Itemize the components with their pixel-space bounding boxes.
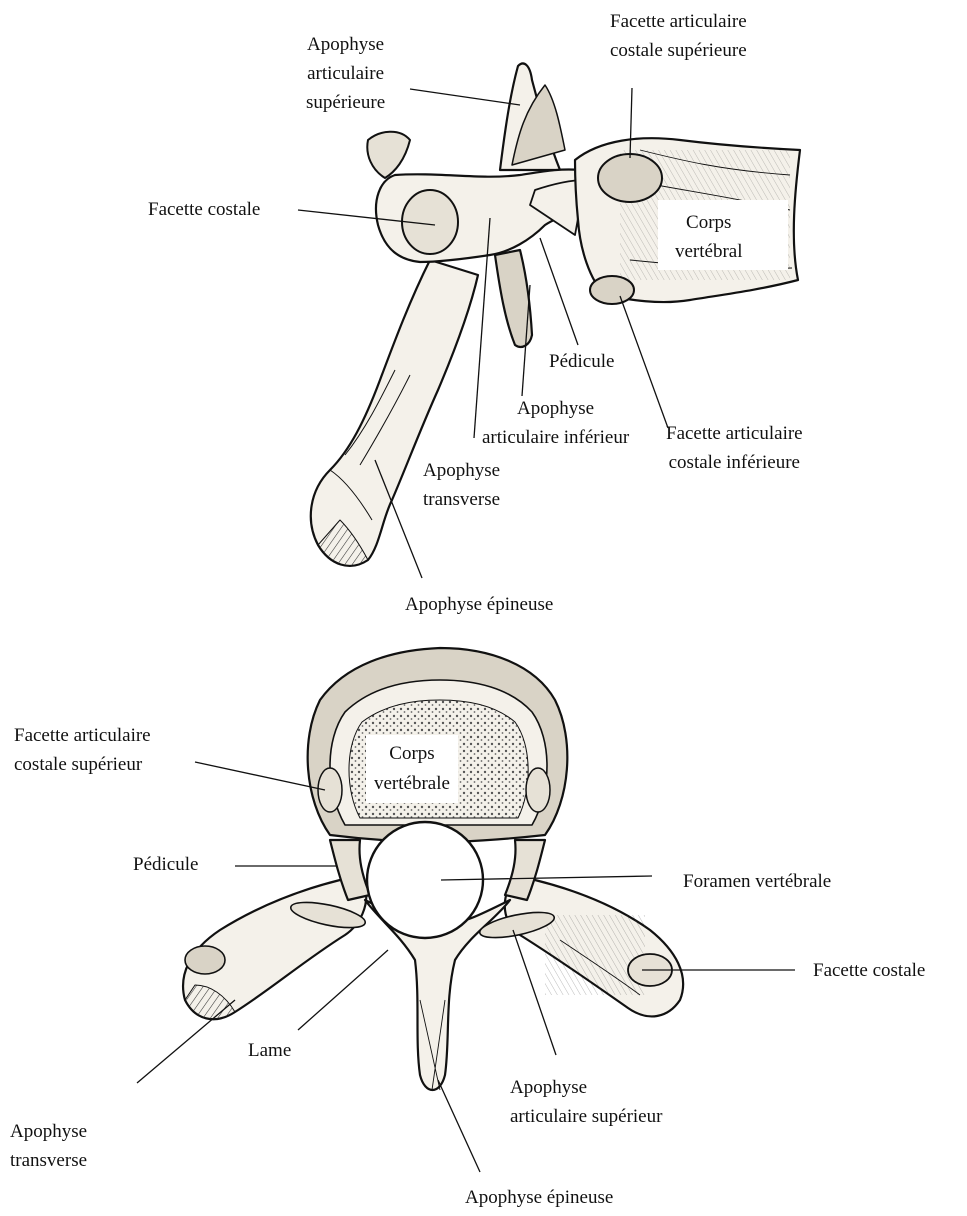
label-lame: Lame [248, 1036, 291, 1065]
label-corps-vertebral: Corps vertébral [672, 208, 746, 266]
lateral-spinous-process-shape [311, 260, 478, 566]
label-foramen-vertebrale: Foramen vertébrale [683, 867, 831, 896]
label-apophyse-transverse-superior: Apophyse transverse [10, 1117, 87, 1175]
label-apophyse-articulaire-superieure: Apophyse articulaire supérieure [306, 30, 385, 117]
label-corps-vertebrale: Corps vertébrale [366, 735, 458, 803]
lateral-vertebra-drawing [311, 64, 800, 566]
label-apophyse-epineuse-superior: Apophyse épineuse [465, 1183, 613, 1212]
label-facette-articulaire-costale-superieure: Facette articulaire costale supérieure [610, 7, 747, 65]
label-facette-costale-superior: Facette costale [813, 956, 925, 985]
label-facette-costale-lateral: Facette costale [148, 195, 260, 224]
label-apophyse-articulaire-inferieur: Apophyse articulaire inférieur [482, 394, 629, 452]
label-facette-articulaire-costale-superieur: Facette articulaire costale supérieur [14, 721, 151, 779]
lateral-superior-costal-facet-shape [598, 154, 662, 202]
superior-vertebra-drawing [183, 648, 683, 1090]
label-apophyse-transverse-lateral: Apophyse transverse [423, 456, 500, 514]
label-apophyse-articulaire-superieur: Apophyse articulaire supérieur [510, 1073, 662, 1131]
label-pedicule-superior: Pédicule [133, 850, 198, 879]
lateral-inferior-costal-facet-shape [590, 276, 634, 304]
label-facette-articulaire-costale-inferieure: Facette articulaire costale inférieure [666, 419, 803, 477]
label-pedicule-lateral: Pédicule [549, 347, 614, 376]
label-apophyse-epineuse-lateral: Apophyse épineuse [405, 590, 553, 619]
